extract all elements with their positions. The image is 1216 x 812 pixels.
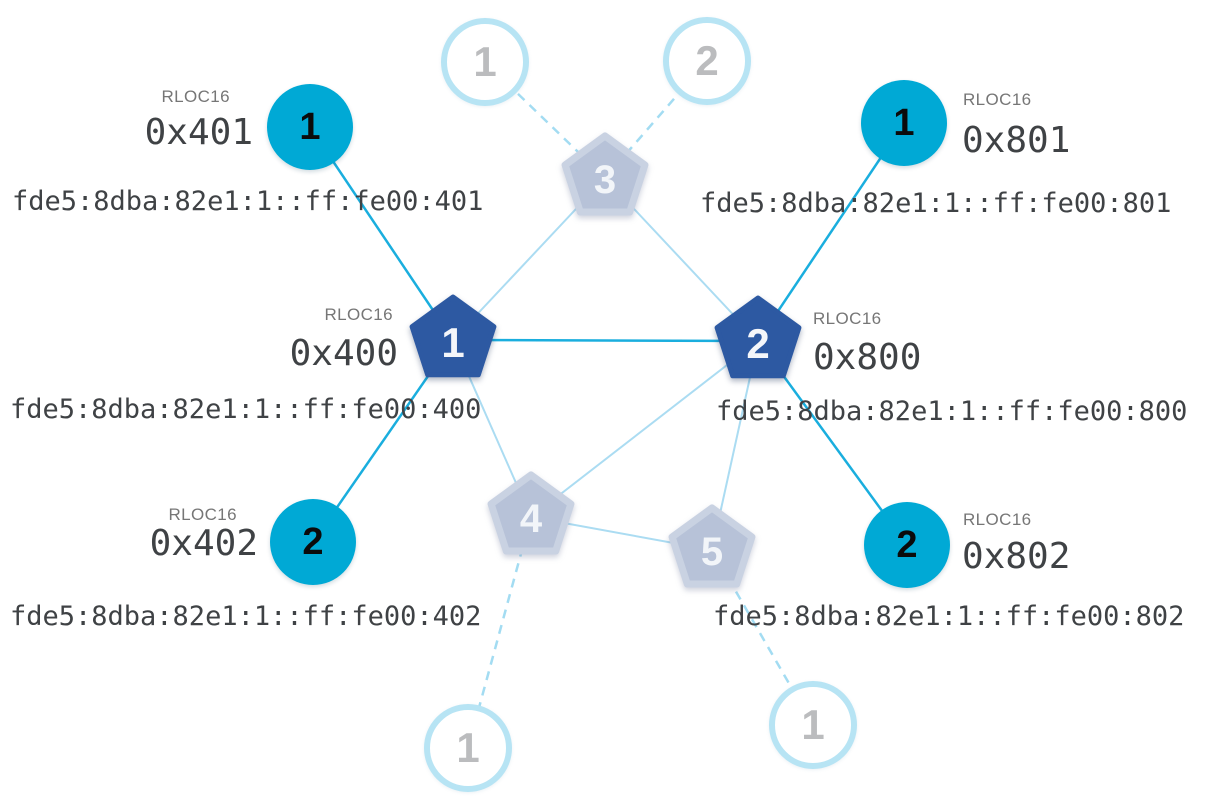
node-id: 1 (441, 319, 464, 366)
link-router3-fadedchild1 (484, 61, 606, 179)
router-node-2[interactable]: 2 (698, 286, 818, 406)
rloc16-value: 0x400 (289, 333, 398, 374)
faded-child-node[interactable]: 1 (424, 704, 512, 792)
rloc16-value: 0x402 (149, 523, 258, 564)
ipv6-address: fde5:8dba:82e1:1::ff:fe00:800 (716, 396, 1188, 427)
faded-child-node[interactable]: 1 (441, 18, 529, 106)
node-id: 1 (473, 38, 497, 85)
faded-child-node[interactable]: 2 (663, 17, 751, 105)
node-id: 5 (701, 530, 723, 574)
rloc16-value: 0x800 (813, 337, 922, 378)
ipv6-address: fde5:8dba:82e1:1::ff:fe00:402 (10, 601, 482, 632)
child-node-401[interactable]: 1 (267, 84, 353, 170)
rloc16-caption: RLOC16 (963, 510, 1032, 529)
router-node-4[interactable]: 4 (471, 462, 591, 582)
node-id: 1 (893, 101, 915, 144)
node-id: 3 (594, 158, 616, 202)
router-node-1[interactable]: 1 (393, 285, 513, 405)
link-router1-router2 (452, 338, 759, 343)
link-router2-router4 (530, 340, 759, 518)
rloc16-value: 0x801 (962, 120, 1071, 161)
rloc16-caption: RLOC16 (963, 90, 1032, 109)
ipv6-address: fde5:8dba:82e1:1::ff:fe00:802 (713, 601, 1185, 632)
node-id: 2 (896, 523, 918, 566)
child-node-802[interactable]: 2 (864, 502, 950, 588)
rloc16-caption: RLOC16 (161, 87, 230, 106)
node-id: 1 (801, 701, 825, 748)
rloc16-caption: RLOC16 (168, 505, 237, 524)
rloc16-value: 0x802 (962, 536, 1071, 577)
rloc16-value: 0x401 (144, 112, 253, 153)
node-id: 1 (299, 105, 321, 148)
node-id: 2 (746, 320, 769, 367)
rloc16-caption: RLOC16 (324, 305, 393, 324)
ipv6-address: fde5:8dba:82e1:1::ff:fe00:801 (700, 188, 1172, 219)
child-node-402[interactable]: 2 (270, 499, 356, 585)
node-id: 1 (456, 724, 480, 771)
rloc16-caption: RLOC16 (813, 309, 882, 328)
node-id: 2 (695, 37, 719, 84)
node-id: 4 (520, 497, 543, 541)
node-id: 2 (302, 520, 324, 563)
ipv6-address: fde5:8dba:82e1:1::ff:fe00:400 (10, 394, 482, 425)
child-node-801[interactable]: 1 (861, 80, 947, 166)
link-router2-child801 (756, 122, 906, 342)
router-node-3[interactable]: 3 (545, 123, 665, 243)
router-node-5[interactable]: 5 (652, 495, 772, 615)
faded-child-node[interactable]: 1 (769, 681, 857, 769)
ipv6-address: fde5:8dba:82e1:1::ff:fe00:401 (12, 186, 484, 217)
